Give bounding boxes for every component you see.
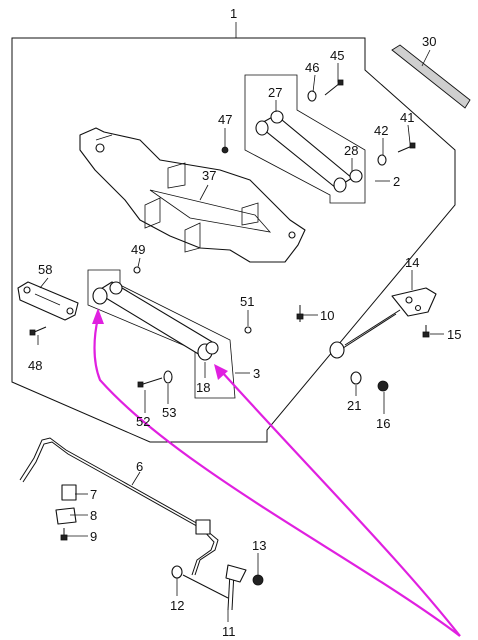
label-37: 37: [202, 168, 216, 183]
bolt-9: [60, 528, 68, 541]
washer-12: [171, 565, 183, 579]
label-1: 1: [230, 6, 237, 21]
washer-42: [377, 154, 387, 166]
label-48: 48: [28, 358, 42, 373]
label-46: 46: [305, 60, 319, 75]
lower-link-group-box: [87, 269, 236, 399]
label-8: 8: [90, 508, 97, 523]
stabilizer-bar: [19, 437, 219, 576]
leader-lines: [37, 49, 444, 622]
upper-link: [255, 110, 363, 193]
label-45: 45: [330, 48, 344, 63]
label-52: 52: [136, 414, 150, 429]
nut-51: [244, 326, 252, 334]
stabilizer-link: [329, 287, 437, 359]
bolt-15: [422, 325, 430, 338]
nut-13: [252, 574, 264, 586]
lower-link: [92, 281, 219, 361]
label-18: 18: [196, 380, 210, 395]
upper-arm-group-box: [244, 74, 366, 204]
bracket-8: [55, 507, 77, 525]
label-7: 7: [90, 487, 97, 502]
label-9: 9: [90, 529, 97, 544]
label-3: 3: [253, 366, 260, 381]
end-link: [182, 564, 247, 611]
label-51: 51: [240, 294, 254, 309]
label-42: 42: [374, 123, 388, 138]
bolt-10: [296, 305, 304, 322]
label-28: 28: [344, 143, 358, 158]
bolt-41: [397, 142, 416, 153]
label-6: 6: [136, 459, 143, 474]
bracket-58: [17, 281, 79, 321]
label-58: 58: [38, 262, 52, 277]
label-12: 12: [170, 598, 184, 613]
nut-16: [377, 380, 389, 392]
bolt-45: [324, 79, 344, 96]
bolt-48: [29, 326, 47, 336]
label-49: 49: [131, 242, 145, 257]
label-2: 2: [393, 174, 400, 189]
part-labels: 1 30 45 46 27 47 41 42 28 2 37 49 58 14 …: [28, 6, 461, 639]
label-41: 41: [400, 110, 414, 125]
label-53: 53: [162, 405, 176, 420]
washer-53: [163, 370, 173, 384]
label-14: 14: [405, 255, 419, 270]
washer-21: [350, 371, 362, 385]
label-10: 10: [320, 308, 334, 323]
annotation-arrows: [92, 308, 461, 637]
nut-49: [133, 266, 141, 274]
label-30: 30: [422, 34, 436, 49]
label-21: 21: [347, 398, 361, 413]
strut-30: [391, 44, 471, 109]
crossmember: [79, 127, 306, 263]
label-15: 15: [447, 327, 461, 342]
nut-47: [221, 146, 229, 154]
label-16: 16: [376, 416, 390, 431]
bolt-52: [137, 377, 163, 388]
assembly-outline: [11, 37, 456, 443]
label-13: 13: [252, 538, 266, 553]
label-11: 11: [222, 624, 236, 639]
washer-46: [307, 90, 317, 102]
label-47: 47: [218, 112, 232, 127]
label-27: 27: [268, 85, 282, 100]
